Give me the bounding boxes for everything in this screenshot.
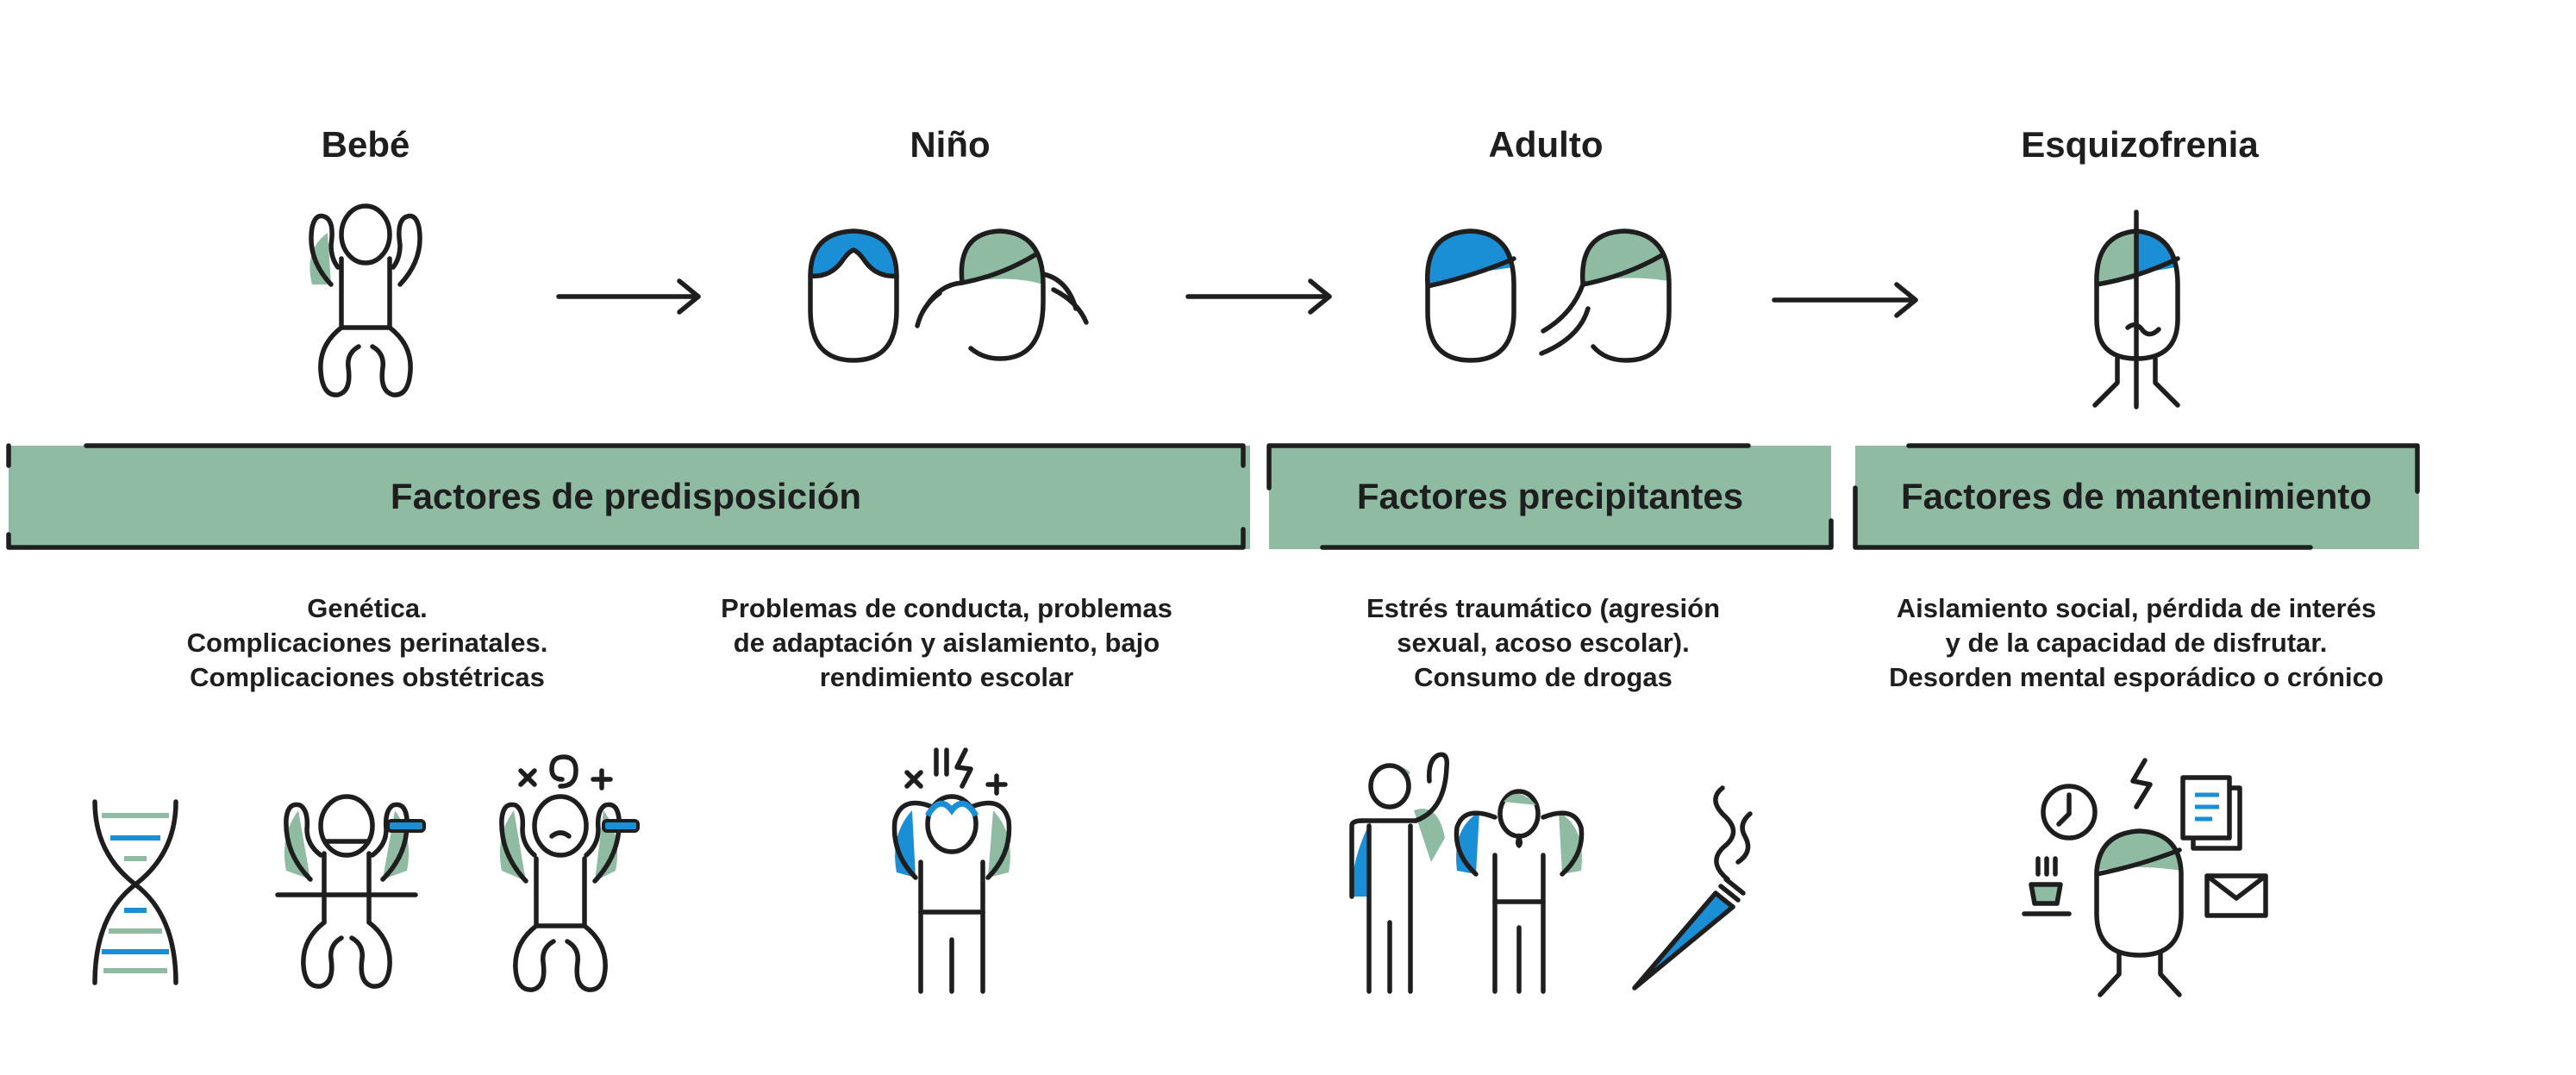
- drug-smoking-icon: [1632, 785, 1753, 991]
- svg-text:Genética.: Genética.: [307, 593, 428, 623]
- factor-band-precipitating: Factores precipitantes: [1266, 443, 1834, 550]
- svg-text:Estrés traumático (agresión: Estrés traumático (agresión: [1366, 593, 1720, 623]
- factor-band-maintenance: Factores de mantenimiento: [1853, 443, 2420, 550]
- stage-title-schizophrenia: Esquizofrenia: [2021, 124, 2259, 165]
- factor-title-precipitating: Factores precipitantes: [1357, 476, 1743, 516]
- svg-text:Problemas de conducta, problem: Problemas de conducta, problemas: [721, 593, 1172, 623]
- dna-icon: [92, 799, 178, 985]
- svg-text:Desorden mental esporádico o c: Desorden mental esporádico o crónico: [1889, 662, 2384, 692]
- svg-text:Complicaciones perinatales.: Complicaciones perinatales.: [187, 628, 548, 658]
- description-maintenance: Aislamiento social, pérdida de interés y…: [1889, 593, 2384, 692]
- aggression-figures-icon: [1349, 752, 1585, 994]
- crying-baby-icon: [499, 754, 640, 992]
- svg-text:Complicaciones obstétricas: Complicaciones obstétricas: [190, 662, 545, 692]
- stage-title-adult: Adulto: [1489, 124, 1604, 165]
- stage-title-child: Niño: [910, 124, 990, 165]
- arrow-icon: [1772, 282, 1918, 318]
- stressed-child-icon: [891, 747, 1012, 994]
- baby-with-syringe-icon: [275, 794, 426, 989]
- factor-title-maintenance: Factores de mantenimiento: [1901, 476, 2372, 516]
- arrow-icon: [556, 278, 701, 315]
- split-head-icon: [2092, 209, 2180, 409]
- svg-text:de adaptación y aislamiento, b: de adaptación y aislamiento, bajo: [734, 628, 1160, 658]
- svg-text:Aislamiento social, pérdida de: Aislamiento social, pérdida de interés: [1897, 593, 2376, 623]
- svg-text:sexual, acoso escolar).: sexual, acoso escolar).: [1397, 628, 1689, 658]
- factor-title-predisposition: Factores de predisposición: [391, 476, 861, 516]
- adult-heads-icon: [1425, 228, 1672, 363]
- description-precipitating: Estrés traumático (agresión sexual, acos…: [1366, 593, 1720, 692]
- description-predisposition-genetic: Genética. Complicaciones perinatales. Co…: [187, 593, 548, 692]
- baby-icon: [309, 203, 422, 397]
- svg-text:y de la capacidad de disfrutar: y de la capacidad de disfrutar.: [1946, 628, 2328, 658]
- svg-text:Consumo de drogas: Consumo de drogas: [1414, 662, 1673, 692]
- child-heads-icon: [808, 228, 1089, 363]
- arrow-icon: [1185, 278, 1332, 315]
- isolated-person-icon: [2022, 758, 2268, 997]
- stage-title-baby: Bebé: [322, 124, 410, 165]
- description-predisposition-behavior: Problemas de conducta, problemas de adap…: [721, 593, 1172, 692]
- svg-text:rendimiento escolar: rendimiento escolar: [820, 662, 1074, 692]
- factor-band-predisposition: Factores de predisposición: [6, 443, 1250, 550]
